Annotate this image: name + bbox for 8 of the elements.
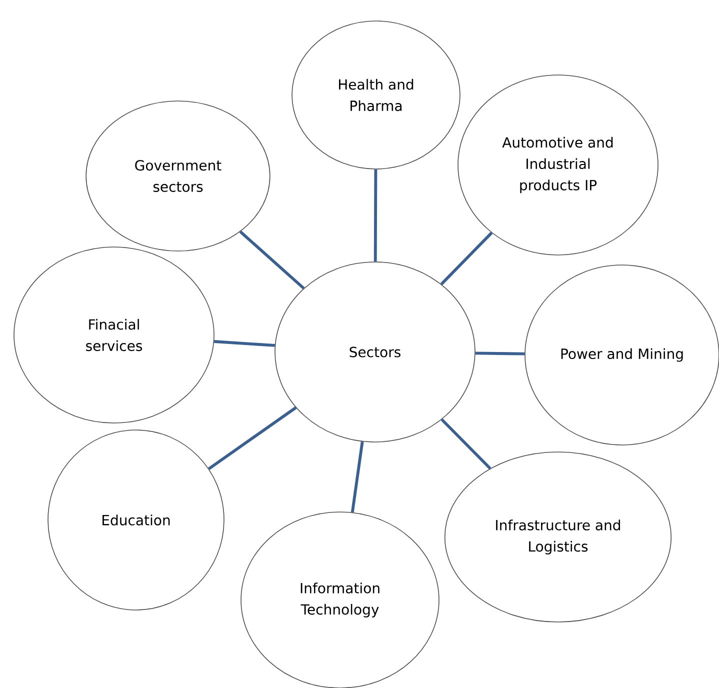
- connector-line: [208, 406, 297, 470]
- connector-line: [440, 418, 492, 470]
- connector-line: [214, 340, 275, 347]
- connector-line: [440, 232, 493, 286]
- connector-line: [350, 441, 364, 512]
- connector-line: [239, 230, 305, 290]
- connector-line: [374, 169, 378, 262]
- connector-line: [475, 352, 525, 356]
